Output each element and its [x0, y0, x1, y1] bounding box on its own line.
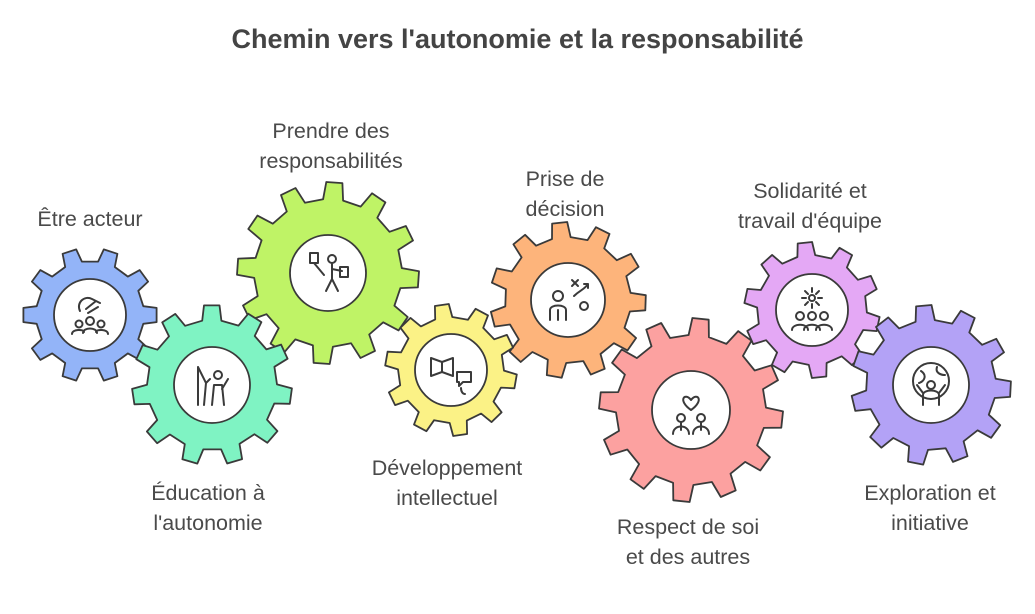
- label-prise-decision: Prise de décision: [490, 164, 640, 224]
- gear-hub: [892, 346, 970, 424]
- label-developpement-intellectuel: Développement intellectuel: [352, 453, 542, 513]
- label-line: et des autres: [625, 545, 751, 569]
- label-respect-soi-autres: Respect de soi et des autres: [598, 512, 778, 572]
- gear-prendre-responsabilites: [236, 181, 420, 365]
- diagram-title: Chemin vers l'autonomie et la responsabi…: [231, 24, 804, 54]
- label-line: Exploration et: [864, 481, 996, 505]
- label-line: l'autonomie: [153, 511, 263, 535]
- two-people-heart-icon: [672, 395, 710, 435]
- label-line: travail d'équipe: [738, 209, 882, 233]
- gear-solidarite-equipe: [743, 241, 881, 379]
- teacher-child-icon: [197, 366, 229, 406]
- gear-hub: [775, 273, 849, 347]
- label-solidarite-equipe: Solidarité et travail d'équipe: [715, 176, 905, 236]
- label-line: Développement: [371, 456, 523, 480]
- gear-hub: [173, 346, 251, 424]
- gear-hub: [53, 278, 127, 352]
- gear-exploration-initiative: [850, 304, 1012, 466]
- label-line: Prise de: [525, 167, 605, 191]
- gear-hub: [289, 234, 367, 312]
- gear-hub: [530, 262, 606, 338]
- team-flower-icon: [791, 287, 833, 331]
- gear-etre-acteur: [22, 248, 158, 382]
- person-globe-icon: [912, 362, 950, 406]
- gear-respect-soi-autres: [598, 317, 784, 503]
- label-prendre-responsabilites: Prendre des responsabilités: [236, 116, 426, 176]
- label-line: intellectuel: [396, 486, 498, 510]
- label-line: Solidarité et: [753, 179, 867, 203]
- person-carrying-icon: [309, 252, 349, 292]
- label-line: responsabilités: [259, 149, 403, 173]
- label-education-autonomie: Éducation à l'autonomie: [128, 478, 288, 538]
- label-line: Éducation à: [151, 481, 265, 505]
- label-exploration-initiative: Exploration et initiative: [840, 478, 1020, 538]
- gear-education-autonomie: [131, 304, 293, 465]
- decision-strategy-icon: [549, 279, 589, 321]
- book-chat-icon: [430, 357, 472, 395]
- label-line: initiative: [891, 511, 969, 535]
- gear-developpement-intellectuel: [384, 303, 518, 437]
- people-hand-icon: [71, 297, 109, 335]
- label-line: Être acteur: [37, 207, 143, 231]
- gear-prise-decision: [490, 221, 647, 379]
- label-line: Prendre des: [272, 119, 390, 143]
- label-line: décision: [525, 197, 605, 221]
- gear-hub: [414, 333, 488, 407]
- label-etre-acteur: Être acteur: [20, 204, 160, 234]
- label-line: Respect de soi: [616, 515, 760, 539]
